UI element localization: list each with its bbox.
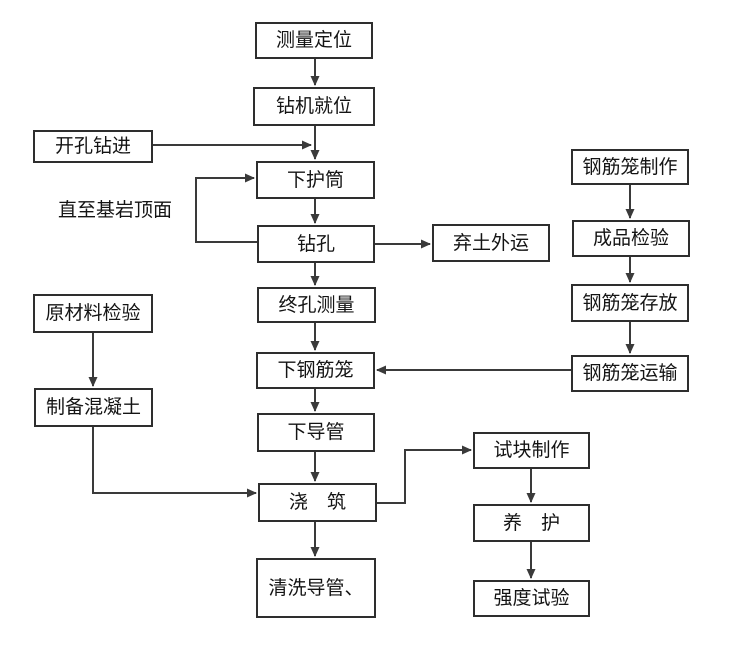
node-cage-store: 钢筋笼存放 <box>571 284 689 322</box>
node-test-block: 试块制作 <box>473 432 590 469</box>
node-lower-cage: 下钢筋笼 <box>256 352 375 389</box>
node-cage-make: 钢筋笼制作 <box>571 149 689 185</box>
edge-concrete-pour <box>92 427 257 498</box>
node-strength: 强度试验 <box>473 580 590 617</box>
node-open-hole: 开孔钻进 <box>33 130 153 163</box>
node-cage-transport: 钢筋笼运输 <box>571 355 689 392</box>
node-clean: 清洗导管、 <box>256 558 376 618</box>
node-casing: 下护筒 <box>256 161 375 199</box>
node-pour: 浇 筑 <box>258 483 377 522</box>
edge-drill-casing-loop <box>195 173 257 243</box>
node-drill: 钻孔 <box>257 225 375 263</box>
node-rig: 钻机就位 <box>253 87 375 126</box>
node-product-check: 成品检验 <box>572 220 690 257</box>
node-concrete: 制备混凝土 <box>34 388 153 427</box>
node-final-survey: 终孔测量 <box>257 287 376 323</box>
node-spoil: 弃土外运 <box>432 224 550 262</box>
node-raw-material: 原材料检验 <box>33 294 153 333</box>
edge-pour-testblock <box>377 445 472 504</box>
node-tremie: 下导管 <box>257 413 375 452</box>
annotation-until-bedrock: 直至基岩顶面 <box>58 199 173 221</box>
node-curing: 养 护 <box>473 504 590 542</box>
node-measure: 测量定位 <box>255 22 373 59</box>
